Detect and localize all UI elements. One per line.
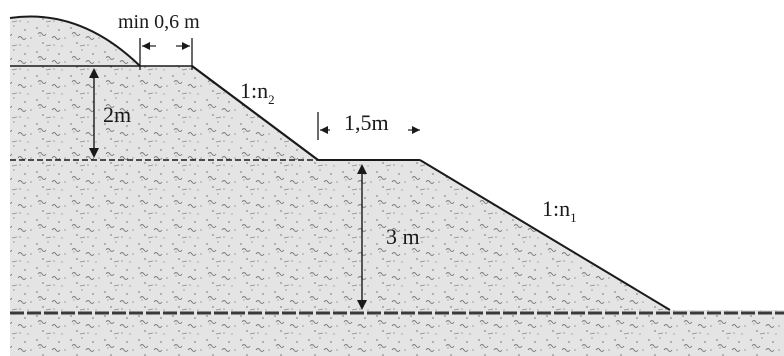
lower-height-label: 3 m — [386, 224, 420, 249]
upper-slope-prefix: 1:n — [240, 78, 268, 103]
lower-height-dimension — [357, 164, 367, 310]
berm-min-label: min 0,6 m — [118, 11, 200, 33]
lower-slope-label: 1:n1 — [542, 196, 577, 225]
berm-width-dimension — [317, 112, 420, 140]
lower-slope-subscript: 1 — [570, 210, 577, 225]
lower-slope-line — [419, 159, 671, 311]
upper-height-dimension — [89, 68, 99, 158]
upper-slope-label: 1:n2 — [240, 78, 275, 107]
lower-slope-prefix: 1:n — [542, 196, 570, 221]
upper-slope-subscript: 2 — [268, 92, 275, 107]
upper-height-label: 2m — [103, 102, 131, 127]
upper-slope-line — [191, 65, 319, 161]
berm-width-label: 1,5m — [344, 110, 389, 135]
top-mound-curve — [9, 15, 141, 67]
berm-min-dimension — [139, 38, 193, 70]
embankment-body — [10, 16, 784, 356]
